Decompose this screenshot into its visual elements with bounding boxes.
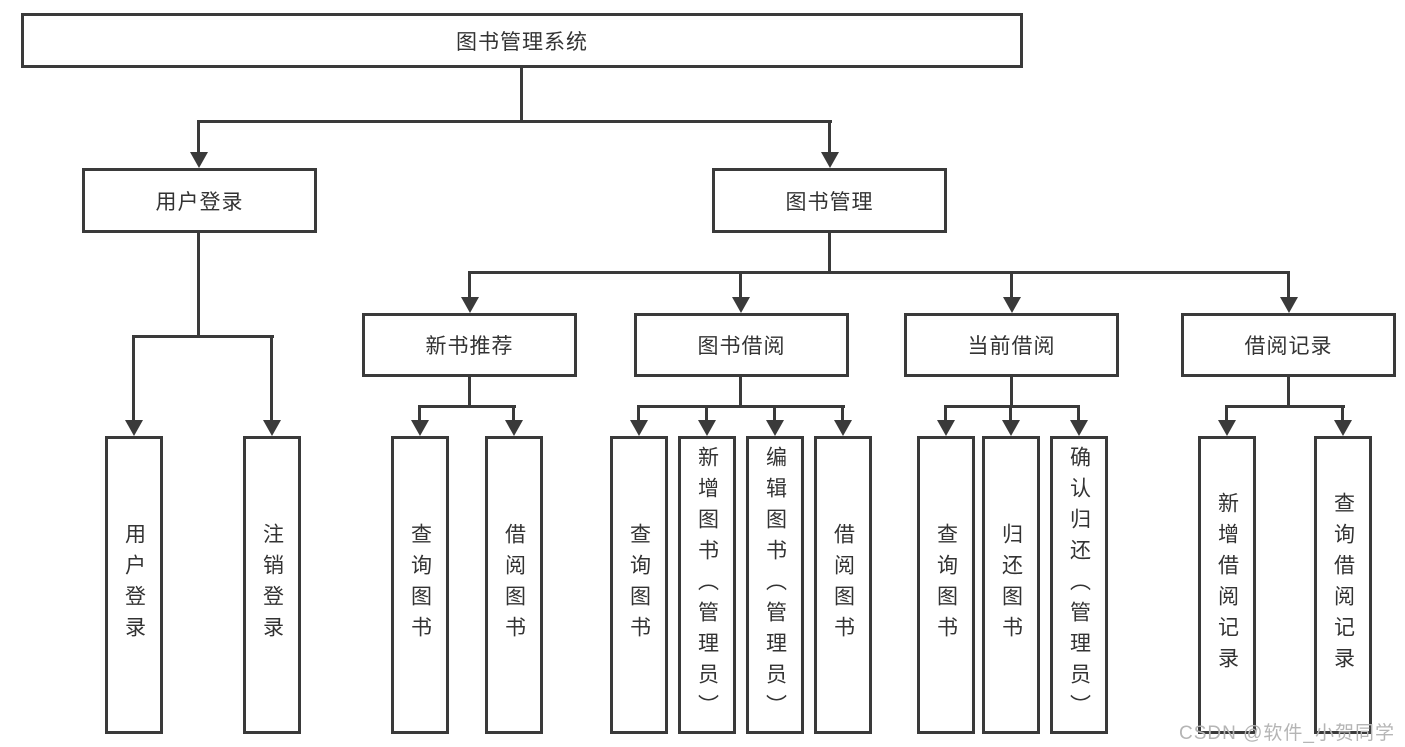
stem-to-book-management [828, 120, 831, 153]
user-login-stem-line [197, 233, 200, 335]
leaf-br-query-record: 查询借阅记录 [1314, 436, 1372, 734]
borrow-records-splitter-line [1225, 405, 1345, 408]
node-new-book-recommend-label: 新书推荐 [425, 335, 514, 358]
leaf-bb-borrow-book: 借阅图书 [814, 436, 872, 734]
stem-to-leaf-logout [270, 335, 273, 421]
leaf-nb-borrow-book-label: 借阅图书 [502, 523, 526, 647]
arrow-to-bb-borrow [834, 420, 852, 436]
leaf-bb-edit-book-admin: 编辑图书（管理员） [746, 436, 804, 734]
stem-to-br-query [1341, 405, 1344, 421]
root-stem-line [520, 68, 523, 120]
leaf-bb-query-book-label: 查询图书 [627, 523, 651, 647]
leaf-cb-confirm-return-admin: 确认归还（管理员） [1050, 436, 1108, 734]
leaf-br-add-record: 新增借阅记录 [1198, 436, 1256, 734]
arrow-to-nb-query [411, 420, 429, 436]
leaf-logout: 注销登录 [243, 436, 301, 734]
node-root-label: 图书管理系统 [456, 30, 588, 54]
node-root: 图书管理系统 [21, 13, 1023, 68]
stem-to-current-borrow [1010, 271, 1013, 298]
book-management-splitter-line [468, 271, 1290, 274]
leaf-cb-query-book-label: 查询图书 [934, 523, 958, 647]
stem-to-user-login [197, 120, 200, 153]
stem-to-new-book [468, 271, 471, 298]
arrow-to-bb-edit [766, 420, 784, 436]
stem-to-bb-add [705, 405, 708, 421]
node-user-login-label: 用户登录 [155, 190, 244, 214]
leaf-cb-return-book: 归还图书 [982, 436, 1040, 734]
current-borrow-splitter-line [944, 405, 1080, 408]
arrow-to-book-management [821, 152, 839, 168]
stem-to-cb-return [1009, 405, 1012, 421]
leaf-cb-confirm-return-admin-label: 确认归还（管理员） [1067, 445, 1091, 725]
leaf-nb-borrow-book: 借阅图书 [485, 436, 543, 734]
leaf-br-query-record-label: 查询借阅记录 [1331, 492, 1355, 678]
leaf-cb-query-book: 查询图书 [917, 436, 975, 734]
leaf-nb-query-book-label: 查询图书 [408, 523, 432, 647]
leaf-bb-edit-book-admin-label: 编辑图书（管理员） [763, 445, 787, 725]
arrow-to-leaf-logout [263, 420, 281, 436]
borrow-records-stem-line [1287, 377, 1290, 405]
csdn-watermark: CSDN @软件_小贺同学 [1179, 723, 1395, 744]
book-borrow-splitter-line [637, 405, 845, 408]
stem-to-bb-edit [773, 405, 776, 421]
arrow-to-bb-add [698, 420, 716, 436]
stem-to-leaf-login [132, 335, 135, 421]
node-book-borrow: 图书借阅 [634, 313, 849, 377]
stem-to-book-borrow [739, 271, 742, 298]
new-book-stem-line [468, 377, 471, 405]
leaf-br-add-record-label: 新增借阅记录 [1215, 492, 1239, 678]
leaf-nb-query-book: 查询图书 [391, 436, 449, 734]
stem-to-cb-query [944, 405, 947, 421]
leaf-user-login: 用户登录 [105, 436, 163, 734]
arrow-to-cb-confirm [1070, 420, 1088, 436]
leaf-bb-add-book-admin-label: 新增图书（管理员） [695, 445, 719, 725]
node-user-login: 用户登录 [82, 168, 317, 233]
node-borrow-records: 借阅记录 [1181, 313, 1396, 377]
arrow-to-cb-return [1002, 420, 1020, 436]
user-login-splitter-line [132, 335, 274, 338]
arrow-to-br-query [1334, 420, 1352, 436]
node-book-borrow-label: 图书借阅 [697, 335, 786, 358]
stem-to-cb-confirm [1077, 405, 1080, 421]
stem-to-nb-query [418, 405, 421, 421]
arrow-to-current-borrow [1003, 297, 1021, 313]
leaf-user-login-label: 用户登录 [122, 523, 146, 647]
current-borrow-stem-line [1010, 377, 1013, 405]
leaf-bb-query-book: 查询图书 [610, 436, 668, 734]
arrow-to-leaf-login [125, 420, 143, 436]
book-management-stem-line [828, 233, 831, 271]
book-borrow-stem-line [739, 377, 742, 405]
leaf-logout-label: 注销登录 [260, 523, 284, 647]
new-book-splitter-line [418, 405, 516, 408]
leaf-bb-add-book-admin: 新增图书（管理员） [678, 436, 736, 734]
node-new-book-recommend: 新书推荐 [362, 313, 577, 377]
arrow-to-bb-query [630, 420, 648, 436]
leaf-bb-borrow-book-label: 借阅图书 [831, 523, 855, 647]
stem-to-bb-borrow [841, 405, 844, 421]
arrow-to-borrow-records [1280, 297, 1298, 313]
arrow-to-user-login [190, 152, 208, 168]
node-current-borrow-label: 当前借阅 [967, 335, 1056, 358]
stem-to-bb-query [637, 405, 640, 421]
arrow-to-new-book [461, 297, 479, 313]
arrow-to-book-borrow [732, 297, 750, 313]
stem-to-nb-borrow [512, 405, 515, 421]
node-book-management: 图书管理 [712, 168, 947, 233]
node-book-management-label: 图书管理 [785, 190, 874, 214]
leaf-cb-return-book-label: 归还图书 [999, 523, 1023, 647]
node-current-borrow: 当前借阅 [904, 313, 1119, 377]
arrow-to-cb-query [937, 420, 955, 436]
node-borrow-records-label: 借阅记录 [1244, 335, 1333, 358]
stem-to-br-add [1225, 405, 1228, 421]
arrow-to-nb-borrow [505, 420, 523, 436]
root-splitter-line [197, 120, 832, 123]
arrow-to-br-add [1218, 420, 1236, 436]
stem-to-borrow-records [1287, 271, 1290, 298]
